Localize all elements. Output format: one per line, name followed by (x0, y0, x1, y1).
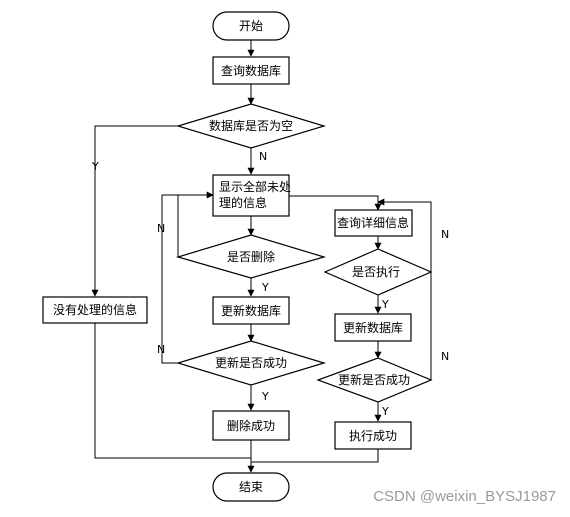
is-delete-label: 是否删除 (227, 249, 275, 264)
watermark-text: CSDN @weixin_BYSJ1987 (373, 488, 556, 505)
delete-ok-box: 删除成功 (212, 410, 290, 441)
update-db-right-box: 更新数据库 (334, 313, 412, 342)
label-n-execute: N (441, 228, 449, 241)
arrow-execute-ok-to-end (251, 449, 379, 463)
arrow-check-left-no-loop (161, 194, 213, 364)
label-n-empty: N (259, 150, 267, 163)
update-db-left-label: 更新数据库 (221, 303, 281, 318)
query-db-box: 查询数据库 (212, 56, 290, 85)
connectors (91, 40, 432, 473)
update-ok-left-decision: 更新是否成功 (175, 340, 327, 386)
query-db-label: 查询数据库 (221, 63, 281, 78)
show-unprocessed-box: 显示全部未处 理的信息 (212, 174, 291, 217)
end-terminal: 结束 (212, 472, 290, 502)
delete-ok-label: 删除成功 (227, 418, 275, 433)
start-terminal: 开始 (212, 11, 290, 41)
label-y-empty: Y (91, 160, 99, 173)
label-n-update-left: N (157, 343, 165, 356)
start-label: 开始 (239, 19, 263, 33)
is-delete-decision: 是否删除 (175, 234, 327, 279)
end-label: 结束 (239, 480, 263, 494)
show-unprocessed-line2: 理的信息 (219, 195, 267, 210)
branch-labels: Y N N Y N Y N Y N Y (91, 150, 449, 418)
label-n-delete: N (157, 222, 165, 235)
update-ok-left-label: 更新是否成功 (215, 355, 287, 370)
db-empty-label: 数据库是否为空 (209, 118, 293, 133)
db-empty-decision: 数据库是否为空 (175, 103, 327, 149)
query-detail-label: 查询详细信息 (337, 215, 409, 230)
no-info-label: 没有处理的信息 (53, 302, 137, 317)
execute-ok-label: 执行成功 (349, 429, 397, 443)
arrow-execute-no-loop (377, 198, 432, 272)
arrow-empty-yes (91, 125, 178, 297)
update-ok-right-decision: 更新是否成功 (316, 357, 433, 403)
execute-ok-box: 执行成功 (334, 421, 412, 450)
label-y-update-left: Y (261, 390, 269, 403)
label-y-delete: Y (261, 281, 269, 294)
no-info-box: 没有处理的信息 (42, 296, 148, 324)
query-detail-box: 查询详细信息 (334, 209, 413, 237)
update-ok-right-label: 更新是否成功 (338, 372, 410, 387)
is-execute-decision: 是否执行 (323, 248, 433, 296)
label-y-execute: Y (381, 298, 389, 311)
arrow-show-to-detail (289, 195, 382, 211)
update-db-left-box: 更新数据库 (212, 296, 290, 325)
is-execute-label: 是否执行 (352, 265, 400, 279)
label-n-update-right: N (441, 350, 449, 363)
label-y-update-right: Y (381, 405, 389, 418)
show-unprocessed-line1: 显示全部未处 (219, 179, 291, 194)
arrow-noinfo-to-end (94, 322, 251, 459)
update-db-right-label: 更新数据库 (343, 320, 403, 335)
